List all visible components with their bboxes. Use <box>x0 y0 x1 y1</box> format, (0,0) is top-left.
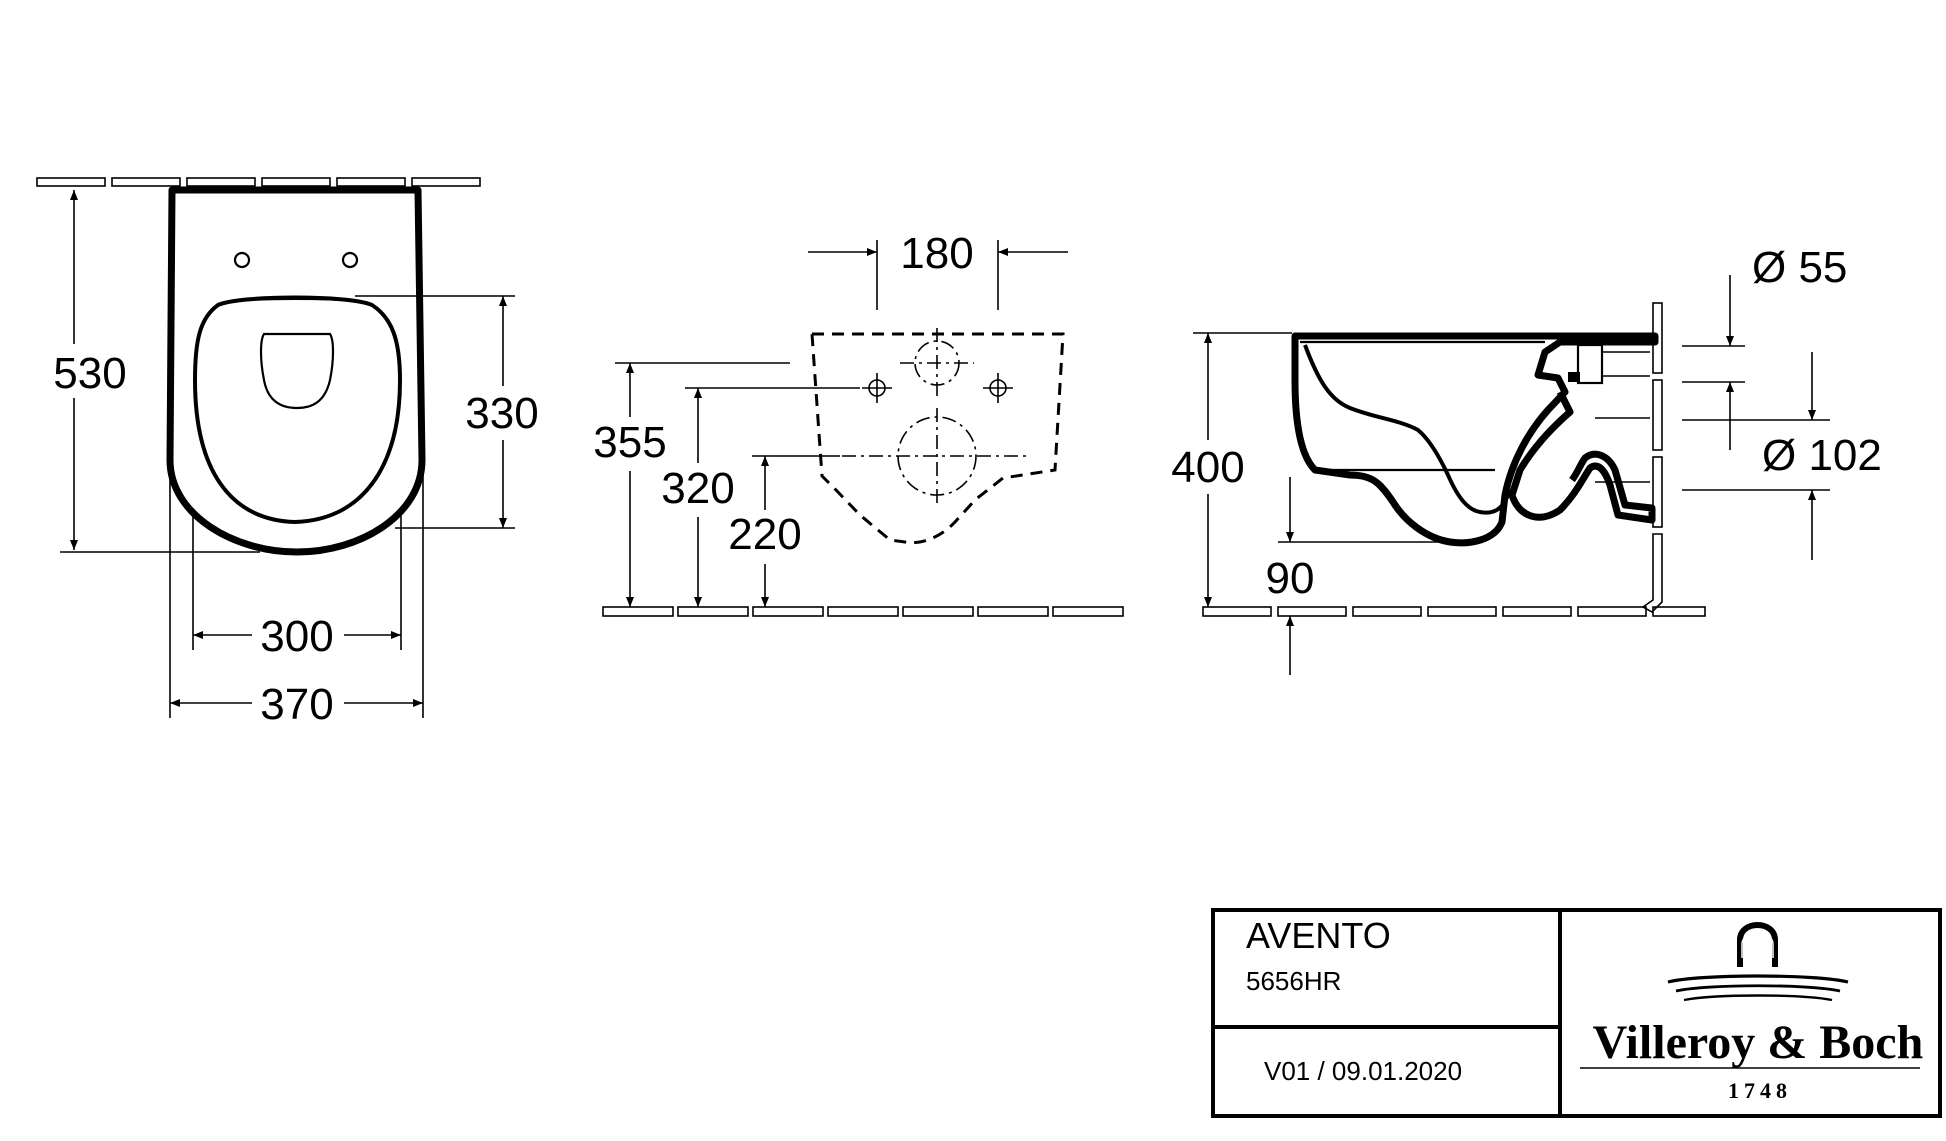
side-view-wall <box>1641 302 1663 613</box>
product-name: AVENTO <box>1246 915 1391 956</box>
seat-rim <box>192 295 403 525</box>
brand-name: Villeroy & Boch <box>1593 1016 1924 1069</box>
brand-year: 1748 <box>1728 1078 1792 1103</box>
revision-date: V01 / 09.01.2020 <box>1264 1056 1462 1086</box>
dim-outlet-center-height: 220 <box>728 510 801 559</box>
brand-logo-emblem <box>1667 922 1849 1002</box>
bowl-section-inner <box>1303 344 1512 515</box>
title-block: AVENTO 5656HR V01 / 09.01.2020 Villeroy … <box>1211 908 1942 1118</box>
dim-outlet-diameter: Ø 102 <box>1762 431 1882 480</box>
dim-overall-width: 370 <box>260 680 333 729</box>
bowl-outline <box>166 186 426 556</box>
inlet-pipe <box>1568 343 1650 385</box>
dim-height: 400 <box>1171 443 1244 492</box>
top-view-wall <box>36 177 481 187</box>
top-view: 530 330 300 370 <box>36 177 548 729</box>
seat-inner <box>224 298 367 304</box>
dim-inlet-diameter: Ø 55 <box>1752 243 1847 292</box>
dim-bolt-height: 320 <box>661 464 734 513</box>
bowl-section-outer <box>1291 332 1659 547</box>
article-number: 5656HR <box>1246 966 1341 996</box>
dim-outlet-offset: 90 <box>1266 554 1315 603</box>
trap-section <box>1508 390 1656 524</box>
side-view-floor <box>1202 606 1706 617</box>
dim-overall-length: 530 <box>53 349 126 398</box>
rear-view: 180 355 320 220 <box>585 229 1124 617</box>
dim-seat-depth: 330 <box>465 389 538 438</box>
outlet-circle <box>842 408 1030 505</box>
fixing-hole-right <box>341 251 359 269</box>
side-view: 400 90 Ø 55 Ø 102 <box>1160 243 1882 675</box>
rear-outline <box>810 332 1065 545</box>
dim-inner-width: 300 <box>260 612 333 661</box>
fixing-hole-left <box>233 251 251 269</box>
inlet-circle <box>900 328 974 398</box>
bolt-hole-left <box>862 373 892 403</box>
bolt-hole-right <box>983 373 1013 403</box>
bowl-opening <box>259 332 335 410</box>
dim-upper-hole-height: 355 <box>593 418 666 467</box>
dim-bolt-spacing: 180 <box>900 229 973 278</box>
rear-view-floor <box>602 606 1124 617</box>
